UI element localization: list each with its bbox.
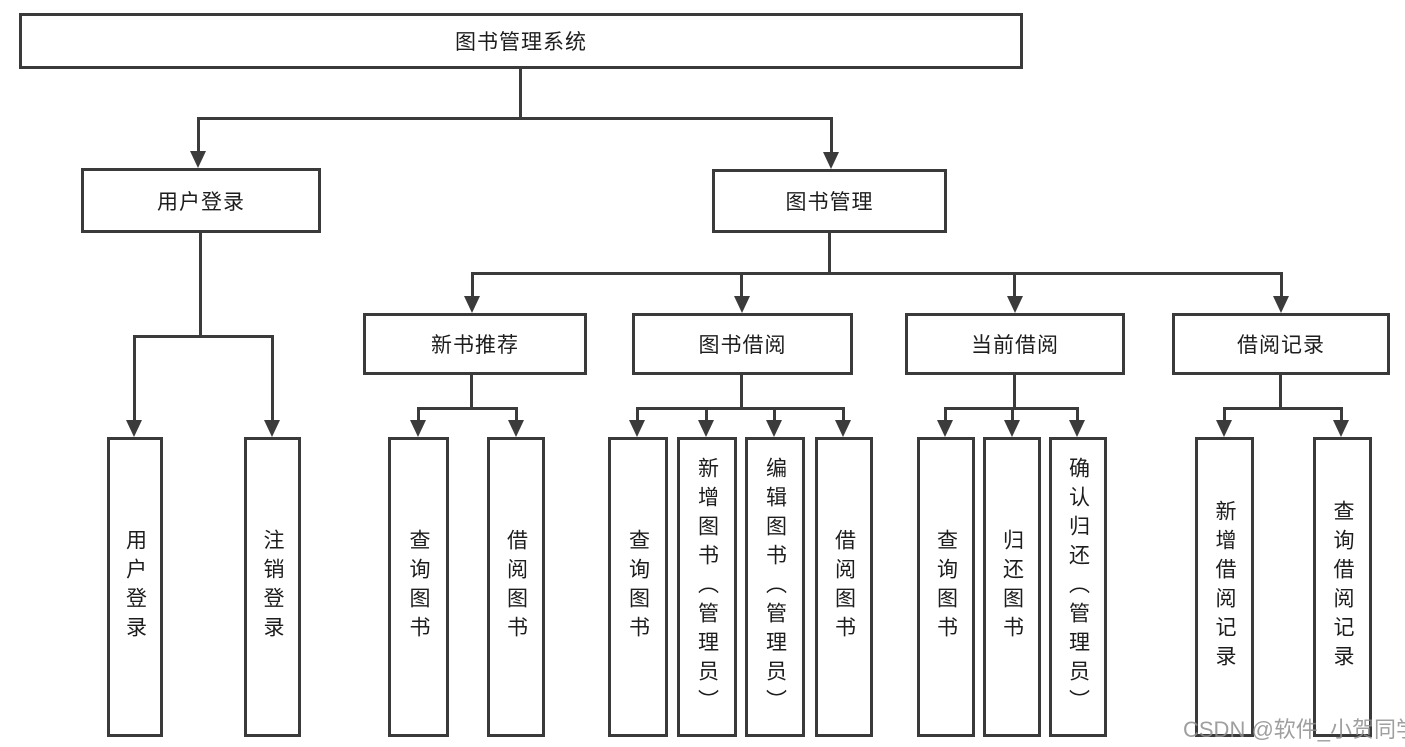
node-user-login: 用户登录 bbox=[81, 168, 321, 233]
arrow-to-bb-query bbox=[629, 420, 645, 437]
node-new-book-recommend: 新书推荐 bbox=[363, 313, 587, 375]
connector-book-borrow-rail bbox=[636, 407, 845, 410]
connector-borrow-records-rail bbox=[1223, 407, 1343, 410]
leaf-add-borrow-record: 新增借阅记录 bbox=[1195, 437, 1254, 737]
connector-stem-borrow-records bbox=[1280, 272, 1283, 298]
node-book-borrow-label: 图书借阅 bbox=[698, 334, 787, 357]
node-library-system-label: 图书管理系统 bbox=[455, 31, 587, 54]
connector-current-borrow-drop bbox=[1013, 374, 1016, 409]
node-new-book-recommend-label: 新书推荐 bbox=[431, 334, 519, 357]
connector-book-borrow-drop bbox=[740, 374, 743, 409]
node-book-management: 图书管理 bbox=[712, 169, 947, 233]
connector-borrow-records-drop bbox=[1279, 374, 1282, 409]
connector-stem-book-management bbox=[830, 117, 833, 153]
connector-user-login-drop bbox=[199, 233, 202, 337]
arrow-to-bb-add bbox=[698, 420, 714, 437]
arrow-to-br-query bbox=[1333, 420, 1349, 437]
connector-stem-cb-return bbox=[1011, 407, 1014, 421]
arrow-to-leaf-user-login bbox=[126, 420, 142, 437]
connector-stem-user-login bbox=[197, 117, 200, 152]
leaf-user-login-label: 用户登录 bbox=[123, 529, 147, 645]
arrow-to-new-book-recommend bbox=[464, 296, 480, 313]
connector-stem-leaf-logout bbox=[271, 335, 274, 421]
leaf-recommend-query-books-label: 查询图书 bbox=[407, 529, 431, 645]
arrow-to-leaf-logout bbox=[264, 420, 280, 437]
connector-recommend-rail bbox=[417, 407, 518, 410]
leaf-current-query-books-label: 查询图书 bbox=[934, 529, 958, 645]
arrow-to-bb-borrow bbox=[835, 420, 851, 437]
arrow-to-cb-confirm bbox=[1069, 420, 1085, 437]
connector-book-management-rail bbox=[471, 272, 1283, 275]
leaf-add-book-admin-label: 新增图书（管理员） bbox=[695, 456, 719, 718]
leaf-logout: 注销登录 bbox=[244, 437, 301, 737]
leaf-edit-book-admin: 编辑图书（管理员） bbox=[745, 437, 805, 737]
arrow-to-borrow-records bbox=[1273, 296, 1289, 313]
connector-book-management-drop bbox=[828, 233, 831, 275]
connector-stem-cb-query bbox=[944, 407, 947, 421]
leaf-return-book-label: 归还图书 bbox=[1000, 529, 1024, 645]
leaf-recommend-query-books: 查询图书 bbox=[388, 437, 449, 737]
connector-user-login-rail bbox=[133, 335, 274, 338]
arrow-to-book-management bbox=[823, 152, 839, 169]
connector-root-drop bbox=[519, 69, 522, 120]
node-user-login-label: 用户登录 bbox=[157, 190, 245, 214]
leaf-confirm-return-admin: 确认归还（管理员） bbox=[1049, 437, 1107, 737]
leaf-recommend-borrow-books: 借阅图书 bbox=[487, 437, 545, 737]
arrow-to-current-borrow bbox=[1007, 296, 1023, 313]
arrow-to-br-add bbox=[1216, 420, 1232, 437]
arrow-to-user-login bbox=[190, 151, 206, 168]
node-current-borrow-label: 当前借阅 bbox=[971, 334, 1059, 357]
node-library-system: 图书管理系统 bbox=[19, 13, 1023, 69]
connector-stem-br-add bbox=[1223, 407, 1226, 421]
leaf-confirm-return-admin-label: 确认归还（管理员） bbox=[1066, 456, 1090, 718]
leaf-add-borrow-record-label: 新增借阅记录 bbox=[1213, 500, 1237, 674]
connector-stem-book-borrow bbox=[740, 272, 743, 298]
leaf-query-borrow-record-label: 查询借阅记录 bbox=[1331, 500, 1355, 674]
connector-stem-bb-query bbox=[636, 407, 639, 421]
leaf-current-query-books: 查询图书 bbox=[917, 437, 975, 737]
connector-root-rail bbox=[197, 117, 833, 120]
leaf-borrow-query-books: 查询图书 bbox=[608, 437, 668, 737]
node-borrow-records: 借阅记录 bbox=[1172, 313, 1390, 375]
connector-stem-current-borrow bbox=[1013, 272, 1016, 298]
connector-stem-br-query bbox=[1340, 407, 1343, 421]
leaf-logout-label: 注销登录 bbox=[261, 529, 285, 645]
leaf-query-borrow-record: 查询借阅记录 bbox=[1313, 437, 1372, 737]
node-book-management-label: 图书管理 bbox=[785, 191, 874, 214]
node-book-borrow: 图书借阅 bbox=[632, 313, 853, 375]
connector-recommend-drop bbox=[470, 374, 473, 409]
leaf-recommend-borrow-books-label: 借阅图书 bbox=[504, 529, 528, 645]
arrow-to-bb-edit bbox=[766, 420, 782, 437]
connector-stem-cb-confirm bbox=[1076, 407, 1079, 421]
csdn-watermark: CSDN @软件_小贺同学 bbox=[1183, 717, 1405, 742]
arrow-to-cb-return bbox=[1004, 420, 1020, 437]
connector-stem-bb-add bbox=[705, 407, 708, 421]
connector-stem-bb-edit bbox=[773, 407, 776, 421]
leaf-return-book: 归还图书 bbox=[983, 437, 1041, 737]
connector-stem-leaf-user-login bbox=[133, 335, 136, 421]
arrow-to-book-borrow bbox=[734, 296, 750, 313]
node-borrow-records-label: 借阅记录 bbox=[1237, 334, 1325, 357]
connector-stem-bb-borrow bbox=[842, 407, 845, 421]
connector-stem-new-book-recommend bbox=[471, 272, 474, 298]
arrow-to-recommend-borrow bbox=[508, 420, 524, 437]
connector-stem-recommend-query bbox=[417, 407, 420, 421]
connector-stem-recommend-borrow bbox=[515, 407, 518, 421]
arrow-to-cb-query bbox=[937, 420, 953, 437]
leaf-user-login: 用户登录 bbox=[107, 437, 163, 737]
leaf-borrow-books: 借阅图书 bbox=[815, 437, 873, 737]
leaf-edit-book-admin-label: 编辑图书（管理员） bbox=[763, 456, 787, 718]
node-current-borrow: 当前借阅 bbox=[905, 313, 1125, 375]
leaf-borrow-query-books-label: 查询图书 bbox=[626, 529, 650, 645]
leaf-borrow-books-label: 借阅图书 bbox=[832, 529, 856, 645]
arrow-to-recommend-query bbox=[410, 420, 426, 437]
leaf-add-book-admin: 新增图书（管理员） bbox=[677, 437, 737, 737]
